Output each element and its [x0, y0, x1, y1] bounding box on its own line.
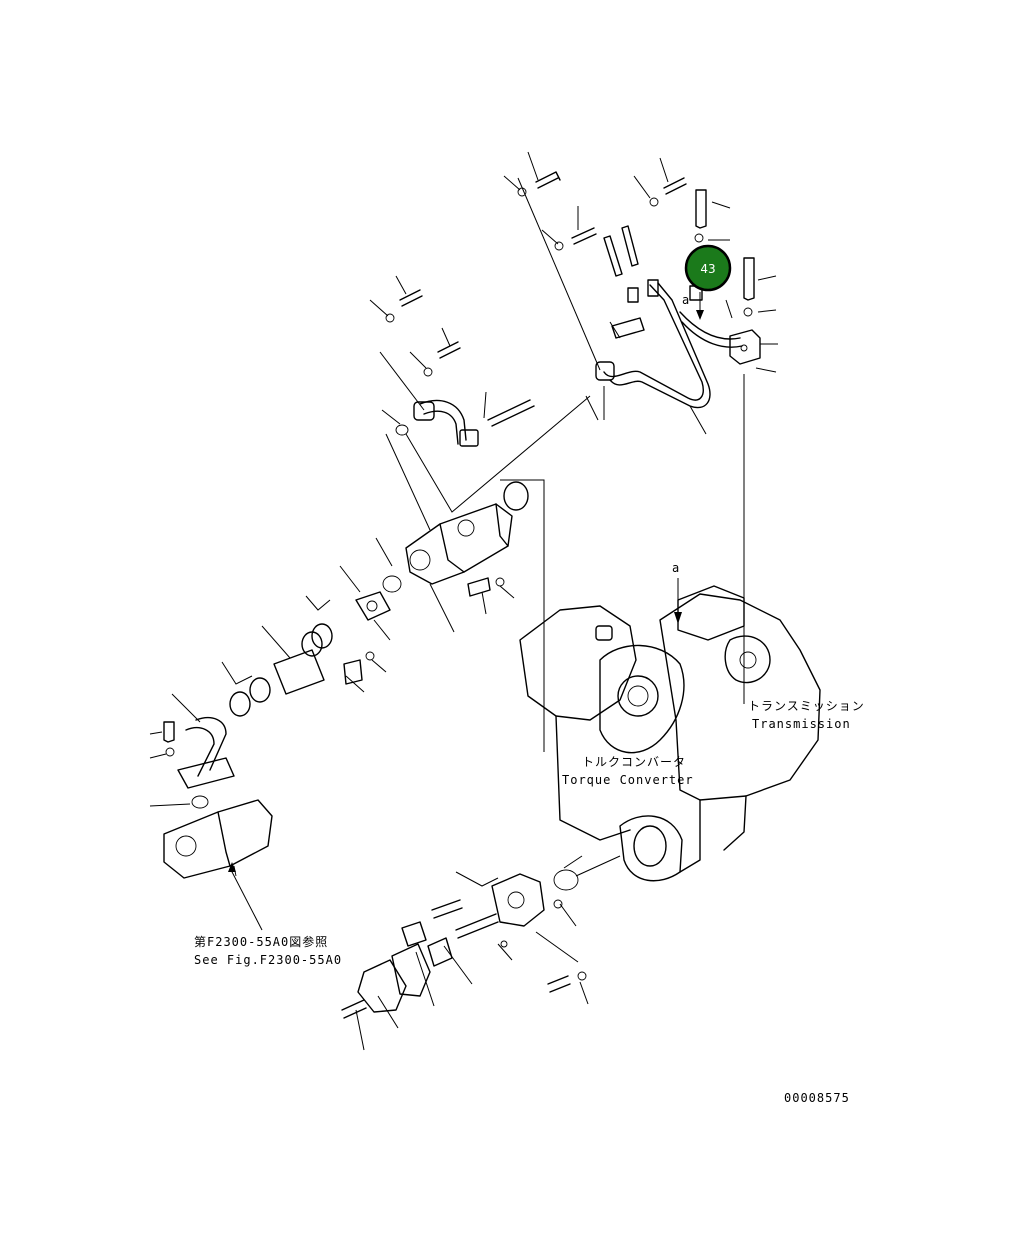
charging-pump — [341, 869, 587, 1019]
torque-converter-label-jp: トルクコンバータ — [582, 755, 686, 769]
view-arrow-top — [696, 292, 704, 320]
left-elbow-pipe — [395, 399, 535, 447]
callout-43[interactable]: 43 — [684, 244, 732, 292]
transmission-label-en: Transmission — [752, 717, 851, 731]
callout-43-badge[interactable] — [684, 244, 732, 292]
view-arrow-main — [674, 578, 682, 624]
view-marker-top: a — [682, 293, 690, 307]
see-fig-arrow — [228, 862, 236, 872]
callout-43-number: 43 — [700, 262, 715, 276]
bolts-top — [385, 171, 755, 377]
suction-housing — [163, 799, 273, 879]
leader-lines — [149, 151, 778, 1051]
see-fig-label-en: See Fig.F2300-55A0 — [194, 953, 342, 967]
torque-converter-label-en: Torque Converter — [562, 773, 694, 787]
see-fig-label-jp: 第F2300-55A0図参照 — [194, 934, 328, 949]
upper-hydraulic-piping — [595, 279, 761, 409]
suction-hose-assembly — [163, 591, 391, 809]
transmission-label-jp: トランスミッション — [748, 699, 865, 713]
torque-converter-housing — [519, 605, 685, 882]
hydraulic-pump — [382, 481, 529, 597]
drawing-number: 00008575 — [784, 1091, 850, 1105]
view-marker-main: a — [672, 561, 680, 575]
